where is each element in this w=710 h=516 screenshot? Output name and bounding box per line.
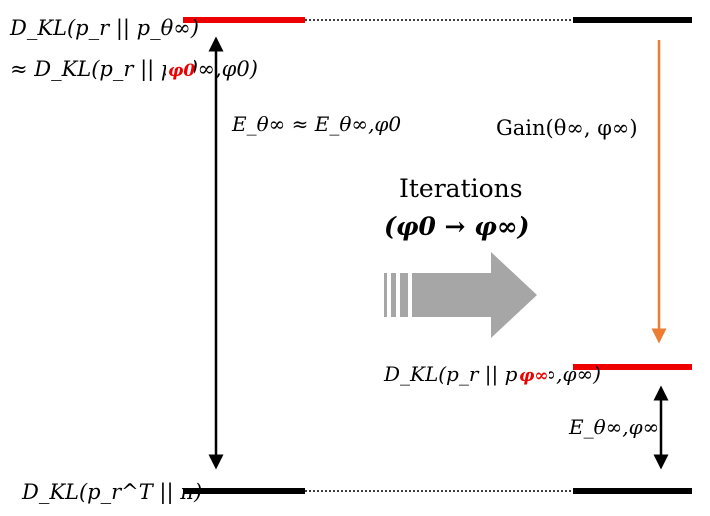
gain-label: Gain(θ∞, φ∞) — [496, 116, 638, 140]
top-left-kl-label-line2: ≈ D_KL(p_r || p_θ∞,φ0) — [10, 57, 258, 82]
iterations-title: Iterations — [399, 174, 523, 203]
bottom-left-kl-label: D_KL(p_r^T || π) — [21, 480, 202, 505]
left-energy-label: E_θ∞ ≈ E_θ∞,φ0 — [231, 112, 401, 136]
right-energy-label: E_θ∞,φ∞ — [568, 415, 659, 439]
phiinf-highlight — [517, 363, 549, 387]
right-mid-phiinf-red: φ∞ — [519, 366, 549, 386]
right-mid-kl-label: D_KL(p_r || p_θ∞,φ∞) — [383, 362, 601, 387]
iterations-subtitle: (φ0 → φ∞) — [384, 212, 529, 241]
iterations-big-arrow — [384, 252, 537, 338]
top-left-kl-label-line1: D_KL(p_r || p_θ∞) — [9, 16, 199, 41]
top-left-phi0-red: φ0 — [168, 61, 195, 81]
phi0-highlight — [166, 58, 194, 82]
